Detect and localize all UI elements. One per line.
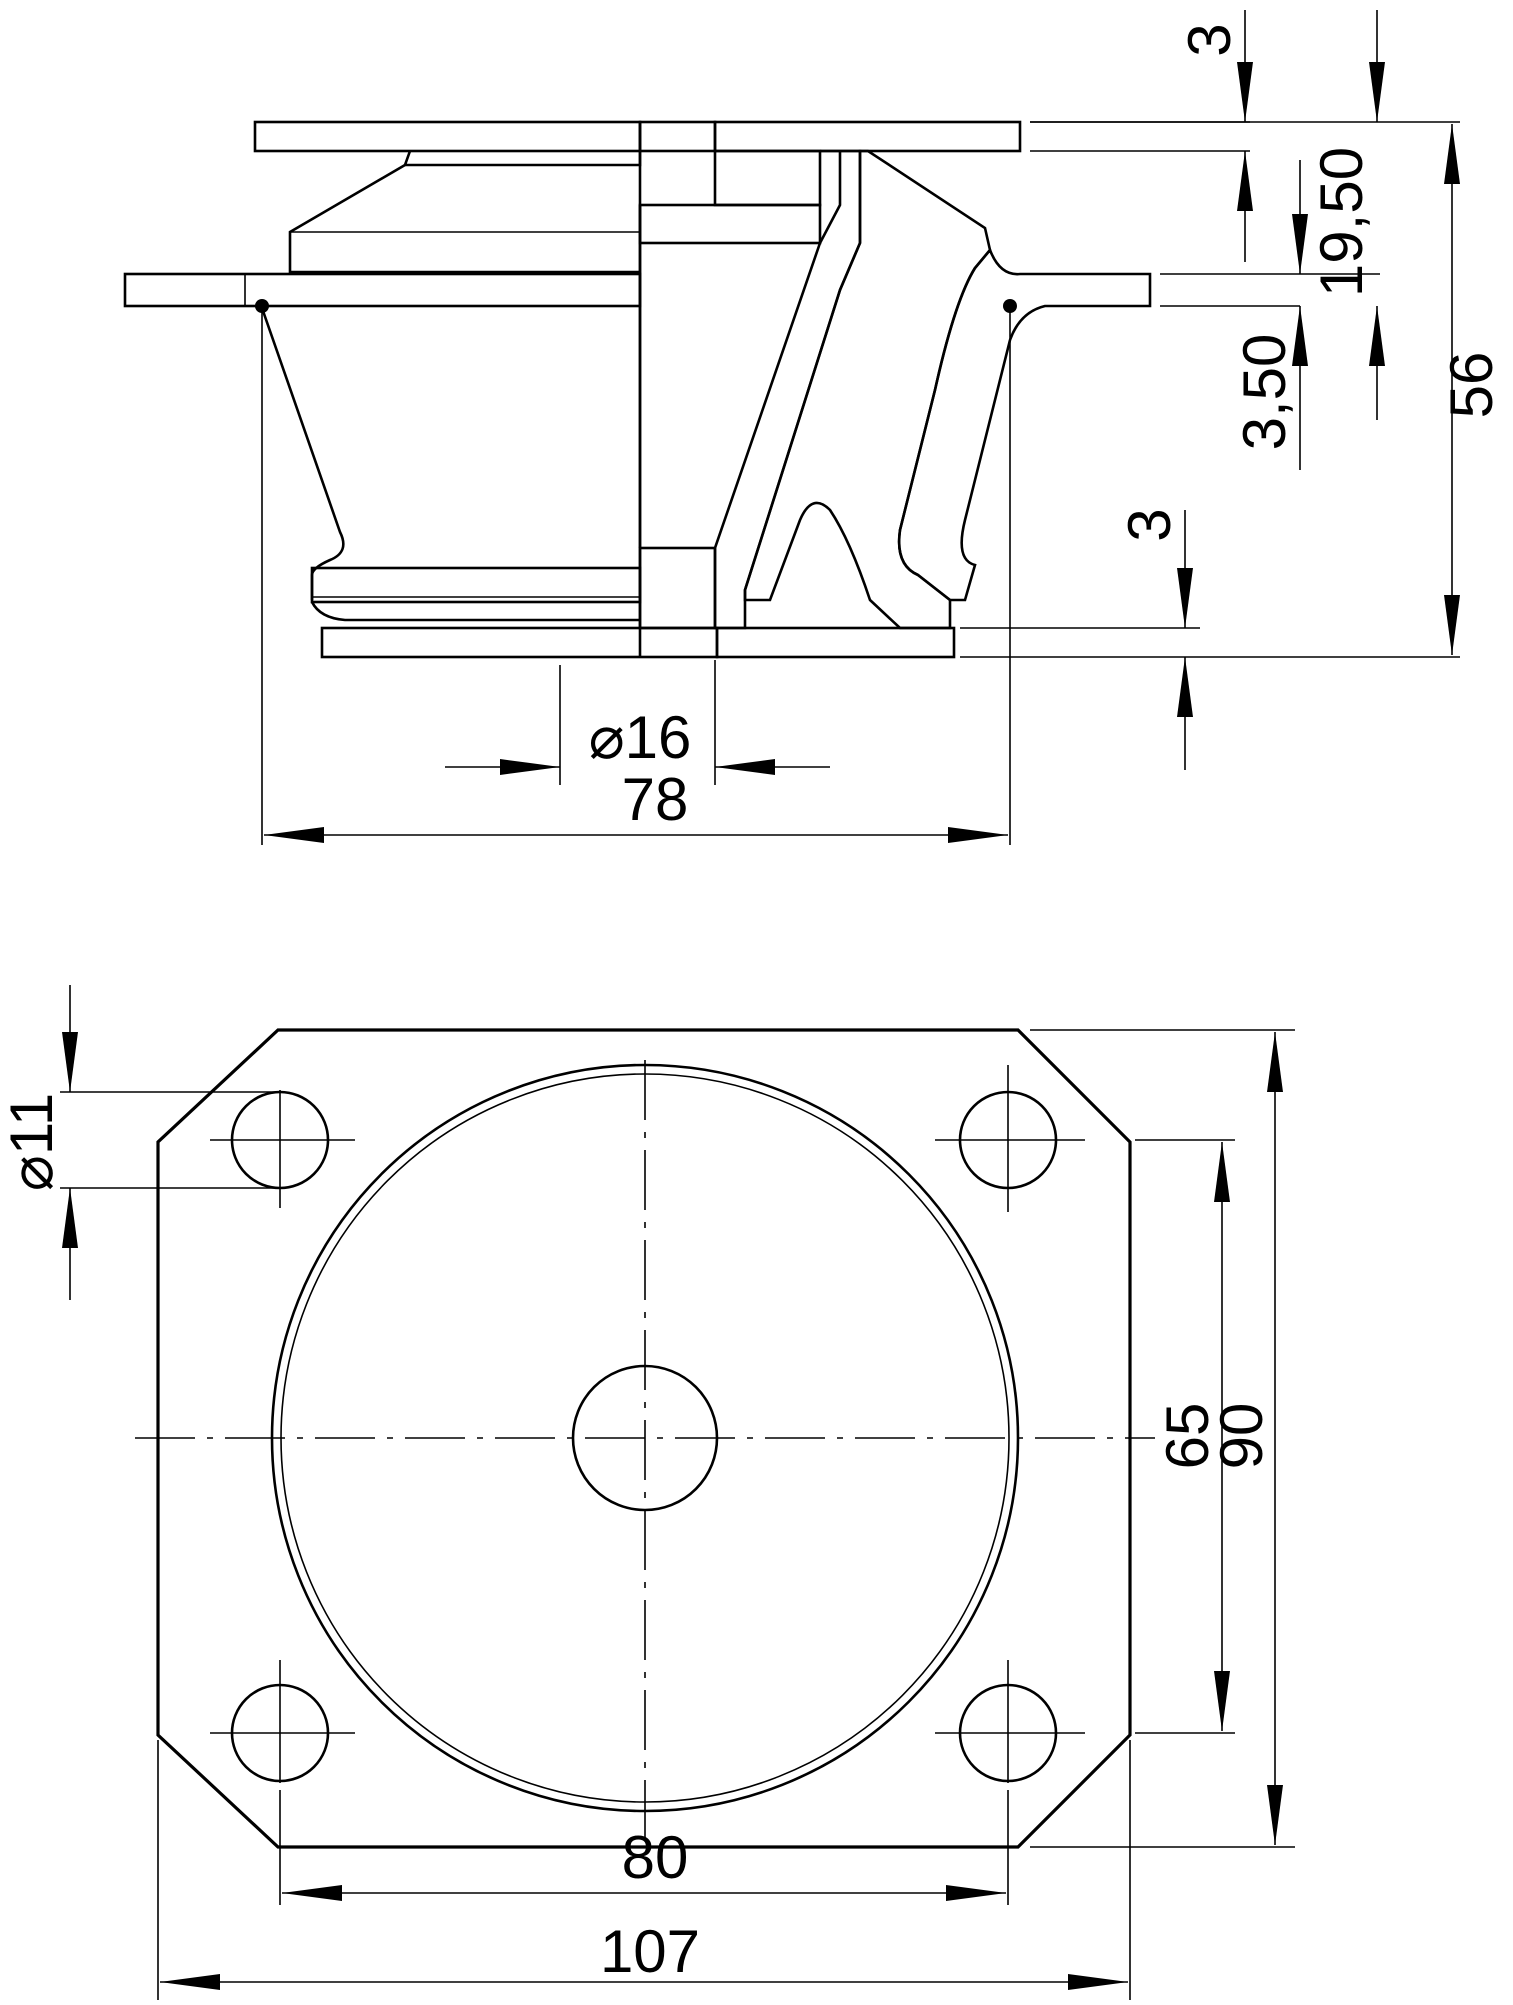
bore-bottom: [638, 546, 717, 630]
weld-point-right: [1003, 299, 1017, 313]
dim-plate-height: 90: [1208, 1403, 1275, 1470]
dim-top-plate-thickness: 3: [1176, 23, 1243, 56]
bottom-plate-section: [715, 626, 956, 659]
top-plate-right-section: [713, 120, 1022, 153]
housing-cone-left: [260, 307, 345, 600]
dim-bottom-plate-thickness: 3: [1116, 508, 1183, 541]
dim-hole-spacing-horizontal: 80: [622, 1824, 689, 1891]
upper-cone: [288, 163, 640, 274]
mounting-hole-bottom-right: [935, 1660, 1085, 1783]
rubber-element-section: [743, 149, 992, 630]
mounting-hole-top-left: [210, 1090, 355, 1208]
bottom-plate-left: [320, 626, 719, 659]
dim-flange-height: 19,50: [1308, 147, 1375, 297]
mounting-hole-bottom-left: [210, 1660, 355, 1783]
dim-plate-width: 107: [600, 1918, 700, 1985]
dim-overall-height: 56: [1438, 352, 1505, 419]
bore-cap-section: [713, 149, 822, 207]
lower-lip-bottom: [310, 601, 640, 622]
section-view: 3 19,50 3,50 56 3 ⌀16 78: [123, 10, 1505, 845]
dim-flange-thickness: 3,50: [1231, 334, 1298, 451]
mounting-hole-top-right: [935, 1065, 1085, 1212]
top-plate-center: [638, 120, 717, 153]
bore-insert-top: [638, 203, 822, 245]
plan-view: ⌀11 65 90 80 107: [0, 985, 1295, 2000]
base-plate-outline: [156, 1028, 1132, 1849]
upper-boss: [403, 150, 642, 167]
flange-left: [123, 272, 642, 308]
dim-hole-spacing-vertical: 65: [1154, 1403, 1221, 1470]
top-plate-left: [253, 120, 642, 153]
dim-bore-diameter: ⌀16: [589, 704, 692, 771]
dim-hole-diameter: ⌀11: [0, 1093, 65, 1191]
weld-point-left: [255, 299, 269, 313]
outer-housing-section: [897, 247, 1152, 602]
dim-flange-width: 78: [622, 766, 689, 833]
